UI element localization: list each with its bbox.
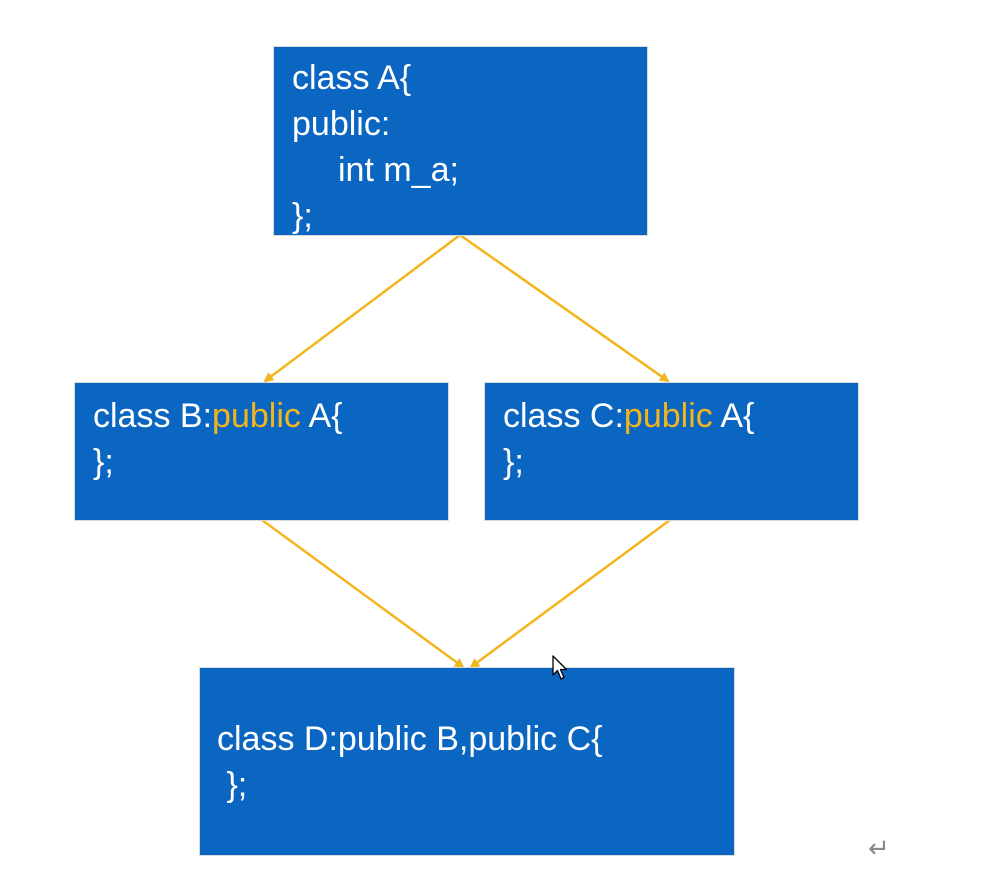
arrow-a-to-c (459, 233, 670, 383)
arrow-a-to-b (263, 233, 461, 383)
class-c-declaration: class C:public A{ (503, 393, 858, 439)
class-d-box: class D:public B,public C{ }; (200, 668, 734, 855)
class-a-box: class A{ public: int m_a; }; (274, 47, 647, 235)
class-c-box: class C:public A{ }; (485, 383, 858, 520)
class-a-declaration: class A{ (292, 59, 412, 97)
class-b-box: class B:public A{ }; (75, 383, 448, 520)
class-b-prefix: class B: (93, 397, 213, 435)
class-d-declaration: class D:public B,public C{ (217, 720, 603, 758)
class-c-prefix: class C: (503, 397, 624, 435)
class-b-base: A{ (300, 397, 343, 435)
class-b-declaration: class B:public A{ (93, 393, 448, 439)
class-d-closing: }; (217, 766, 248, 804)
class-b-public-keyword: public (212, 397, 301, 435)
return-arrow-icon: ↵ (868, 834, 890, 864)
arrow-c-to-d (469, 518, 671, 669)
class-a-member: int m_a; (338, 151, 459, 189)
class-a-closing: }; (292, 197, 313, 235)
class-c-closing: }; (503, 443, 524, 481)
class-c-public-keyword: public (623, 397, 713, 435)
class-a-access-specifier: public: (292, 105, 391, 143)
arrow-b-to-d (261, 518, 465, 669)
class-b-closing: }; (93, 443, 114, 481)
class-c-base: A{ (712, 397, 755, 435)
mouse-pointer-icon (552, 655, 570, 686)
